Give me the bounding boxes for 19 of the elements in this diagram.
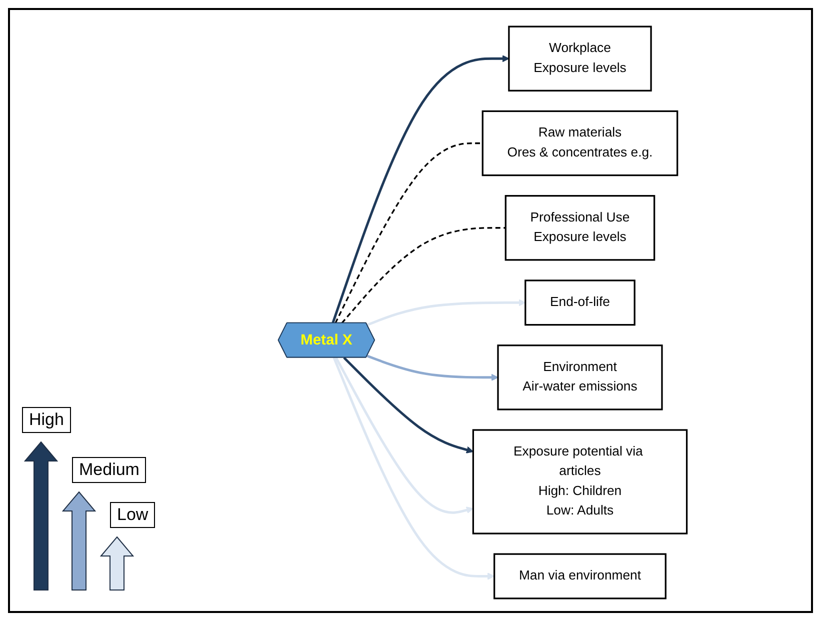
node-box [497, 344, 663, 410]
connector [334, 142, 483, 324]
flow-diagram: Metal X Workplace Exposure levels Raw materials Ores & concentrates e.g. Professional Use Exposure levels End-of-life Environment Air-water emissions Exposure potential via articles High: Children Low: Adults Man via environment [160, 20, 805, 605]
arrow [366, 299, 526, 326]
node-box [508, 26, 652, 92]
legend-label: High [22, 407, 71, 433]
node-box [472, 429, 688, 534]
arrow [335, 357, 474, 514]
legend-label: Medium [72, 457, 146, 483]
node-box [482, 110, 678, 176]
node-box [524, 280, 636, 326]
arrow [366, 354, 498, 382]
legend-label: Low [110, 502, 156, 528]
connector [341, 227, 506, 324]
arrow [332, 357, 495, 580]
node-box [494, 553, 666, 600]
node-box [504, 195, 656, 261]
arrow [332, 55, 510, 324]
arrow [343, 356, 474, 454]
